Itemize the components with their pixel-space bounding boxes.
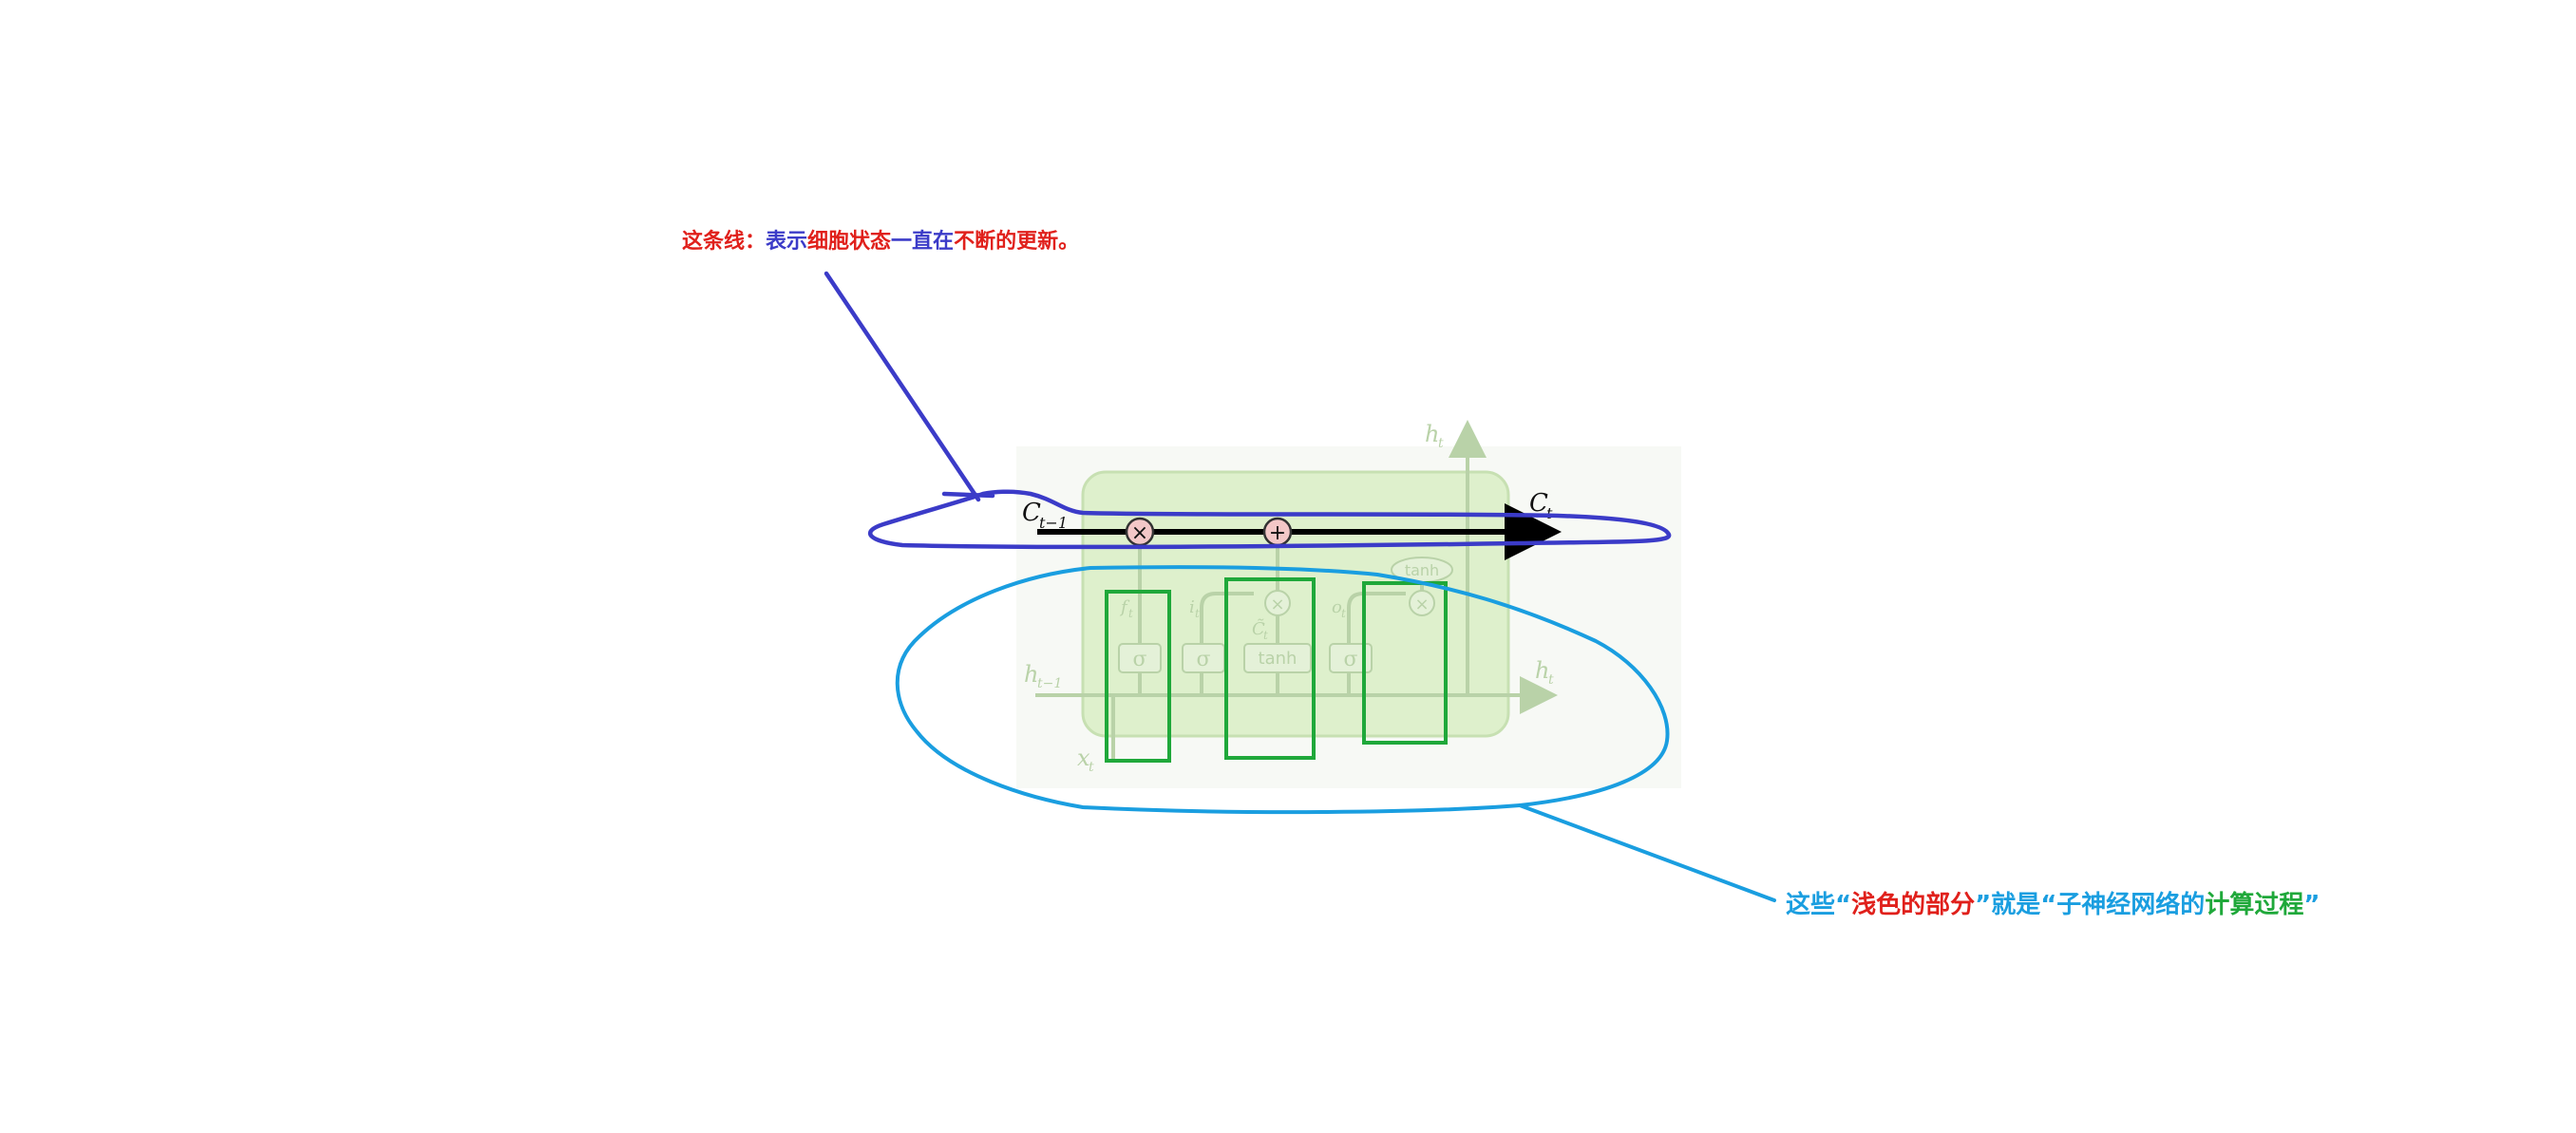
lstm-outer-labels: h t h t−1 h t x t [1024,421,1554,775]
h-next-sub: t [1548,672,1554,688]
c-prev-sub: t−1 [1039,514,1068,532]
callout-top-part-3: 细胞状态 [807,230,892,254]
h-next-label: h [1535,657,1549,684]
gate-candidate-tanh [1243,643,1312,673]
callout-bottom-part-1: 这些“ [1786,891,1852,919]
c-next-label: C [1529,489,1548,518]
gate-output-label: σ [1343,648,1357,671]
f-gate-sub: t [1128,607,1133,620]
callout-top-part-5: 不断的更新 [954,230,1059,254]
network-pointer [1518,803,1776,902]
c-tilde-sub: t [1263,629,1268,642]
output-multiply-op [1409,590,1435,616]
h-top-label: h [1425,421,1439,447]
internal-multiply-label: × [1270,595,1284,614]
o-gate-label: o [1332,597,1342,617]
network-circle [895,565,1670,815]
forget-multiply-symbol: × [1131,521,1148,545]
internal-multiply-op [1264,590,1291,616]
callout-bottom-part-5: 计算过程 [2205,891,2304,919]
gate-candidate-label: tanh [1259,649,1297,669]
callout-bottom-part-2: 浅色的部分 [1851,891,1976,919]
cell-state-circle-tail [941,491,995,499]
cell-state-annotation [824,271,1672,550]
cell-state-pointer [824,271,981,502]
gate-highlight-boxes [1105,577,1448,763]
highlight-forget-gate [1105,590,1171,763]
x-input-sub: t [1089,760,1094,775]
h-top-sub: t [1438,436,1444,451]
callout-top-part-4: 一直在 [891,230,955,254]
highlight-output-gate [1362,581,1448,745]
i-gate-sub: t [1195,607,1200,620]
gate-forget-label: σ [1132,648,1146,671]
cell-state-circle [868,489,1672,550]
network-annotation [895,565,1776,902]
h-prev-label: h [1024,661,1038,688]
o-gate-sub: t [1341,607,1346,620]
cell-state-callout: 这条线：表示细胞状态一直在不断的更新。 [682,224,1079,255]
gate-output-sigma [1329,643,1373,673]
callout-top-part-6: 。 [1058,230,1080,254]
callout-bottom-part-6: ” [2303,891,2320,919]
gate-forget-sigma [1118,643,1162,673]
cell-state-line: × + C t−1 C t [1022,489,1562,566]
gate-input-label: σ [1196,648,1210,671]
h-prev-sub: t−1 [1037,676,1062,691]
i-gate-label: i [1189,597,1195,617]
callout-top-part-1: 这条线： [682,230,767,254]
callout-bottom-part-3: ”就是“ [1975,891,2057,919]
add-symbol: + [1269,521,1286,545]
callout-bottom-part-4: 子神经网络的 [2056,891,2206,919]
output-multiply-label: × [1414,595,1429,614]
x-input-label: x [1077,745,1090,771]
c-next-sub: t [1546,504,1553,522]
highlight-input-gates [1224,577,1316,760]
c-prev-label: C [1022,499,1041,527]
network-callout: 这些“浅色的部分”就是“子神经网络的计算过程” [1786,885,2320,920]
output-tanh-label: tanh [1405,561,1439,579]
callout-top-part-2: 表示 [766,230,808,254]
c-tilde-label: C̃ [1252,618,1265,639]
